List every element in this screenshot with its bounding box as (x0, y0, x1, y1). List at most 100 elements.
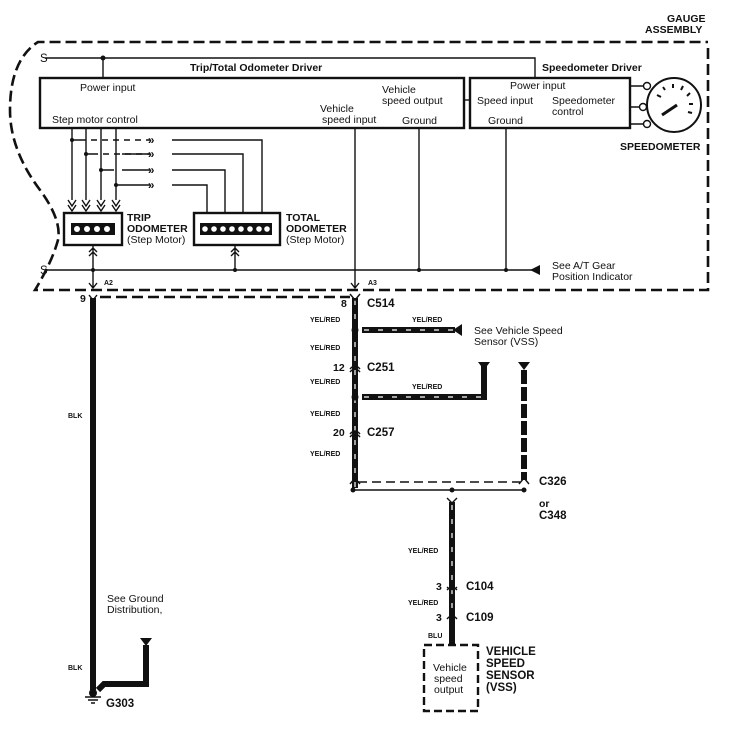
speedo-ground-label: Ground (488, 115, 523, 127)
speedometer-gauge-icon (630, 77, 702, 133)
wire-color-label: YEL/RED (408, 600, 438, 607)
vss-ref-arrow-icon (453, 324, 462, 336)
vehicle-speed-input-label-2: speed input (322, 114, 376, 126)
connector-c257: C257 (367, 427, 395, 439)
vss-label: VEHICLE (486, 646, 536, 658)
c514-pin: 8 (341, 298, 347, 310)
break-symbol: S (40, 53, 48, 65)
step-motor-control-label: Step motor control (52, 114, 138, 126)
connector-or-label: or (539, 498, 550, 510)
vehicle-speed-input-wire (350, 128, 360, 290)
svg-text:»: » (148, 180, 154, 192)
speedo-power-input-label: Power input (510, 80, 566, 92)
trip-odometer-label-3: (Step Motor) (127, 234, 185, 246)
gauge-assembly-boundary (8, 40, 710, 292)
at-gear-ref-label-2: Position Indicator (552, 271, 633, 283)
vss-inner-label: Vehicle (433, 662, 467, 674)
c257-pin: 20 (333, 427, 345, 439)
total-odometer-digits (202, 226, 270, 232)
wire-color-label: YEL/RED (310, 379, 340, 386)
total-odometer-display-icon (200, 223, 272, 235)
connector-c514: C514 (367, 298, 395, 310)
pin-9-terminal (88, 294, 98, 302)
junction-dot (100, 55, 106, 61)
c326-terminals (349, 476, 530, 485)
wire-color-label: YEL/RED (412, 317, 442, 324)
pin-9-label: 9 (80, 293, 86, 305)
wire-color-label: YEL/RED (412, 384, 442, 391)
splice-dot (351, 326, 359, 334)
speedometer-driver-title: Speedometer Driver (542, 62, 642, 74)
vehicle-speed-output-label: Vehicle (382, 84, 416, 96)
trip-total-driver-title: Trip/Total Odometer Driver (190, 62, 322, 74)
junction-dot (91, 268, 95, 272)
step-motor-wires: » » » » (67, 128, 263, 213)
ground-ref-label-2: Distribution, (107, 604, 162, 616)
connector-c251: C251 (367, 362, 395, 374)
junction-dot (233, 268, 237, 272)
splice-dot (351, 393, 359, 401)
vss-inner-label-3: output (434, 684, 463, 696)
yel-red-main-wire (349, 293, 361, 488)
trip-odometer-display-icon (71, 223, 115, 235)
speedometer-label: SPEEDOMETER (620, 141, 701, 153)
blk-wire-label: BLK (68, 413, 82, 420)
trip-odometer-label: TRIP (127, 212, 151, 224)
ground-label-1: Ground (402, 115, 437, 127)
gauge-assembly-label-2: ASSEMBLY (645, 24, 702, 36)
blu-wire-label: BLU (428, 633, 442, 640)
ground-point-g303: G303 (106, 698, 134, 710)
wire-color-label: YEL/RED (408, 548, 438, 555)
at-gear-ref-label: See A/T Gear (552, 260, 616, 272)
c109-pin: 3 (436, 612, 442, 624)
vehicle-speed-input-label: Vehicle (320, 103, 354, 115)
total-odometer-label-2: ODOMETER (286, 223, 347, 235)
trip-ground-wire (88, 245, 98, 290)
at-gear-arrow-icon (530, 265, 540, 275)
vehicle-speed-output-label-2: speed output (382, 95, 443, 107)
terminal-a3: A3 (368, 280, 377, 287)
trip-odometer-digits (74, 226, 110, 232)
junction-dot (449, 487, 455, 493)
power-input-label: Power input (80, 82, 136, 94)
break-symbol-2: S (40, 265, 48, 277)
vss-ref-label-2: Sensor (VSS) (474, 336, 538, 348)
wire-color-label: YEL/RED (310, 345, 340, 352)
total-ground-wire (230, 245, 240, 270)
svg-text:»: » (148, 135, 154, 147)
vss-lower-wire (446, 497, 458, 645)
trip-odometer-label-2: ODOMETER (127, 223, 188, 235)
vss-inner-label-2: speed (434, 673, 463, 685)
connector-c257-symbol (349, 430, 361, 438)
connector-c326: C326 (539, 476, 567, 488)
vss-branch-wire-2 (362, 365, 487, 400)
speedometer-driver-box (468, 76, 632, 130)
vss-ref-label: See Vehicle Speed (474, 325, 563, 337)
connector-c104-symbol (446, 586, 458, 591)
speedo-control-label: Speedometer (552, 95, 616, 107)
junction-dot (521, 487, 527, 493)
vss-label-4: (VSS) (486, 682, 517, 694)
total-odometer-label-3: (Step Motor) (286, 234, 344, 246)
connector-c348: C348 (539, 510, 567, 522)
junction-dot (504, 268, 508, 272)
c104-pin: 3 (436, 581, 442, 593)
ground-ref-arrow-icon (140, 638, 152, 646)
blk-wire-label-2: BLK (68, 665, 82, 672)
alt-branch-arrow-icon (518, 362, 530, 370)
ground-ref-label: See Ground (107, 593, 164, 605)
trip-total-driver-box (38, 76, 466, 130)
speedo-control-label-2: control (552, 106, 584, 118)
vss-box (422, 643, 480, 713)
svg-text:»: » (148, 149, 154, 161)
connector-c109-symbol (446, 615, 458, 620)
ground-drops (418, 128, 507, 270)
total-odometer-label: TOTAL (286, 212, 321, 224)
ground-symbol-icon (85, 689, 101, 704)
connector-c109: C109 (466, 612, 494, 624)
gauge-assembly-label: GAUGE (667, 13, 706, 25)
terminal-a2: A2 (104, 280, 113, 287)
junction-dot (350, 487, 356, 493)
connector-c104: C104 (466, 581, 494, 593)
